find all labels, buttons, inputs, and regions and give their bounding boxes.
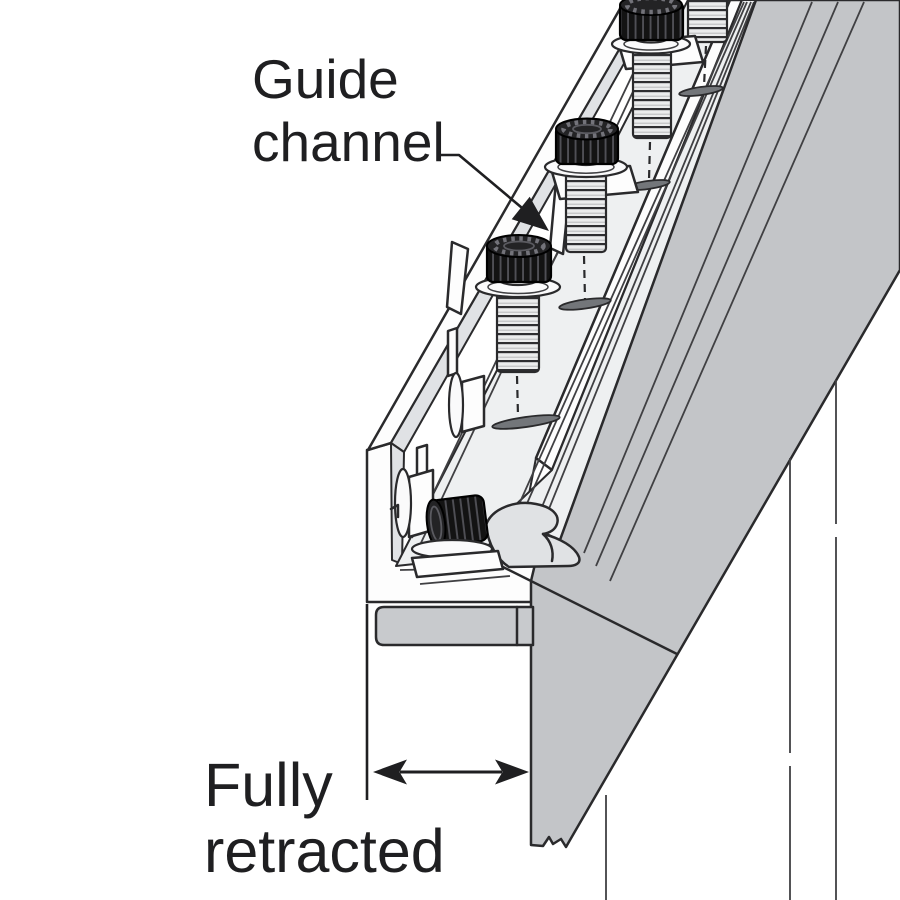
bolt-centerline bbox=[515, 375, 520, 417]
break-lines bbox=[605, 380, 837, 900]
channel-bolt bbox=[543, 117, 640, 256]
bolt-shaft bbox=[564, 164, 608, 254]
guide-channel-label-line2: channel bbox=[252, 111, 445, 173]
bolt-centerline bbox=[582, 255, 587, 300]
t-slot-nut bbox=[446, 326, 486, 439]
channel-bolt bbox=[445, 234, 562, 374]
bolt-centerline bbox=[647, 141, 652, 181]
retracted-panel bbox=[374, 605, 535, 647]
channel-bolt bbox=[610, 0, 705, 140]
slot-hole bbox=[678, 85, 724, 97]
fully-retracted-label-line1: Fully bbox=[204, 751, 333, 819]
slot-hole bbox=[558, 297, 612, 311]
leader-line bbox=[441, 153, 541, 224]
fascia-under-edge bbox=[501, 565, 679, 656]
guide-channel-callout: Guide channel bbox=[252, 48, 549, 231]
slotted-holes bbox=[491, 45, 724, 430]
fascia-groove bbox=[583, 1, 813, 554]
bolt-centerline bbox=[702, 45, 708, 87]
guide-channel-label-line1: Guide bbox=[252, 48, 399, 110]
fully-retracted-label-line2: retracted bbox=[204, 817, 445, 885]
leader-arrowhead-icon bbox=[511, 196, 549, 231]
lying-bolt-washer bbox=[410, 538, 511, 585]
dimension-arrowhead-left-icon bbox=[373, 759, 407, 785]
fascia-groove bbox=[595, 1, 839, 567]
threaded-rod bbox=[686, 0, 729, 44]
clamp-plate bbox=[445, 240, 470, 316]
fascia-groove bbox=[609, 1, 865, 582]
bolt-shaft bbox=[631, 40, 673, 140]
fully-retracted-dimension: Fully retracted bbox=[204, 604, 529, 885]
dimension-arrowhead-right-icon bbox=[495, 759, 529, 785]
slot-hole bbox=[491, 414, 561, 430]
rail-outer-lip bbox=[366, 0, 650, 452]
